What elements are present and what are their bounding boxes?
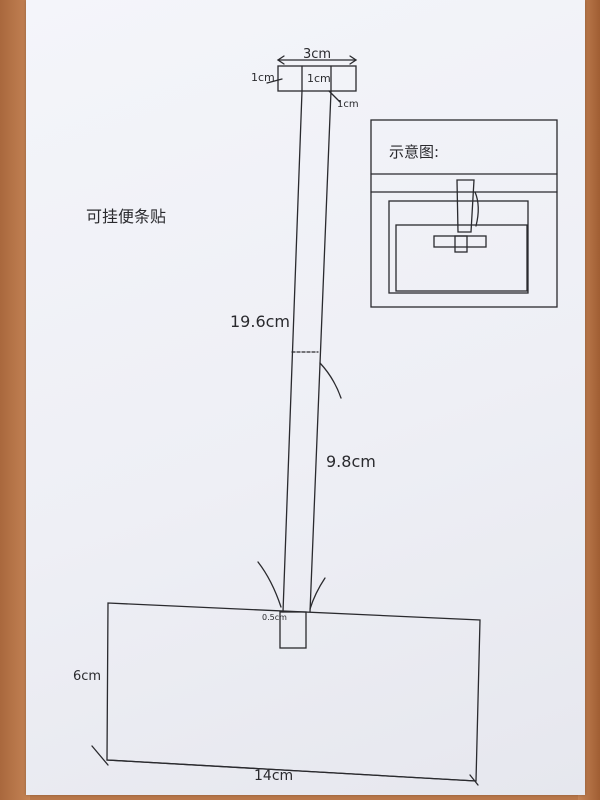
label-top-center: 1cm <box>307 72 331 85</box>
label-top-left: 1cm <box>251 71 275 84</box>
board-corner-tick-left <box>91 745 109 766</box>
left-1cm-pointer <box>266 78 283 84</box>
stem-right-edge <box>309 90 332 613</box>
label-slot-width: 0.5cm <box>262 613 287 622</box>
label-half-length: 9.8cm <box>326 452 376 471</box>
inset-hook-stem <box>454 235 468 253</box>
inset-hook-crossbar <box>433 235 487 248</box>
desk-surface-left <box>0 0 30 800</box>
slot-pointer-left <box>257 561 282 608</box>
inset-frame <box>370 119 558 308</box>
label-top-width: 3cm <box>303 47 331 62</box>
base-board-outline <box>106 602 481 782</box>
board-width-dimension-line <box>106 759 477 782</box>
arrowhead-left <box>276 55 285 65</box>
slot-tab <box>279 611 307 649</box>
page-title: 可挂便条贴 <box>86 207 166 226</box>
label-top-right: 1cm <box>337 99 359 110</box>
half-length-pointer <box>319 362 342 399</box>
paper-sheet <box>26 0 585 795</box>
label-board-height: 6cm <box>73 669 101 684</box>
inset-hanger-curve <box>474 191 479 227</box>
top-tab-outline <box>277 65 357 92</box>
inset-hanger-strip <box>456 179 475 233</box>
inset-label: 示意图: <box>389 143 439 161</box>
label-stem-length: 19.6cm <box>230 312 290 331</box>
inset-board-inner <box>395 224 528 292</box>
board-corner-tick-right <box>469 774 479 786</box>
inset-board-outer <box>388 200 529 294</box>
label-board-width: 14cm <box>254 768 293 784</box>
slot-pointer-right <box>309 577 326 610</box>
arrowhead-right <box>349 55 358 65</box>
